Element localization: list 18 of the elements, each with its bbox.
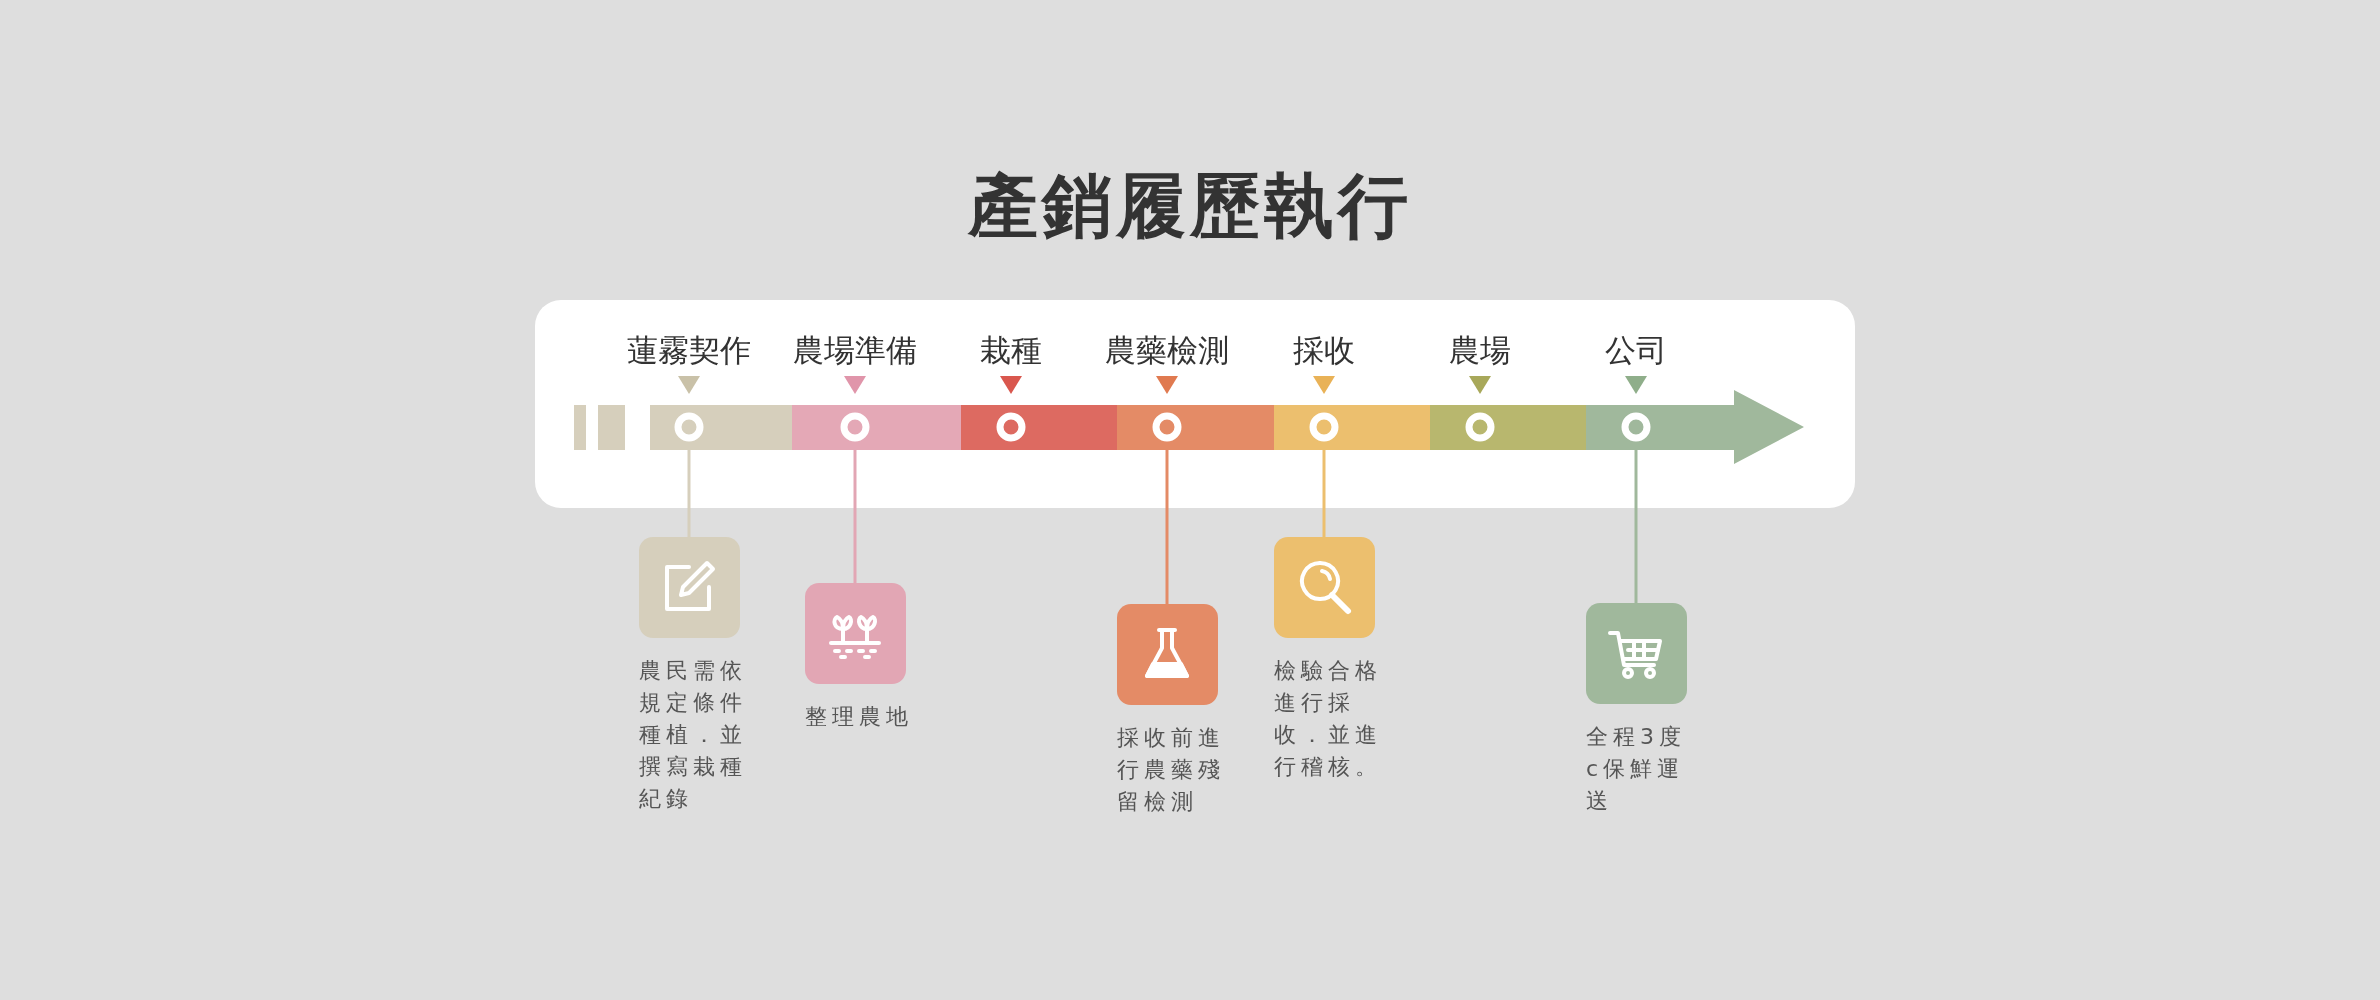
leader-line (1165, 450, 1169, 604)
step-description: 農民需依規定條件種植．並撰寫栽種紀錄 (639, 657, 748, 813)
diagram-title: 產銷履歷執行 (966, 164, 1413, 249)
stage-label: 採收 (1292, 331, 1356, 370)
stage-label: 公司 (1604, 331, 1668, 370)
leader-line (853, 450, 857, 583)
stage-label: 農藥檢測 (1104, 331, 1230, 370)
leader-line (1634, 450, 1638, 603)
step-description: 檢驗合格進行採收．並進行稽核。 (1274, 657, 1383, 781)
step-description: 整理農地 (805, 703, 914, 731)
step-description: 全程3度c保鮮運送 (1586, 723, 1687, 815)
stage-label: 農場 (1448, 331, 1512, 370)
stage-label: 栽種 (979, 331, 1043, 370)
stage-label: 蓮霧契作 (626, 331, 752, 370)
leader-line (1322, 450, 1326, 537)
leader-line (687, 450, 691, 537)
stage-label: 農場準備 (792, 331, 918, 370)
step-description: 採收前進行農藥殘留檢測 (1117, 724, 1226, 816)
